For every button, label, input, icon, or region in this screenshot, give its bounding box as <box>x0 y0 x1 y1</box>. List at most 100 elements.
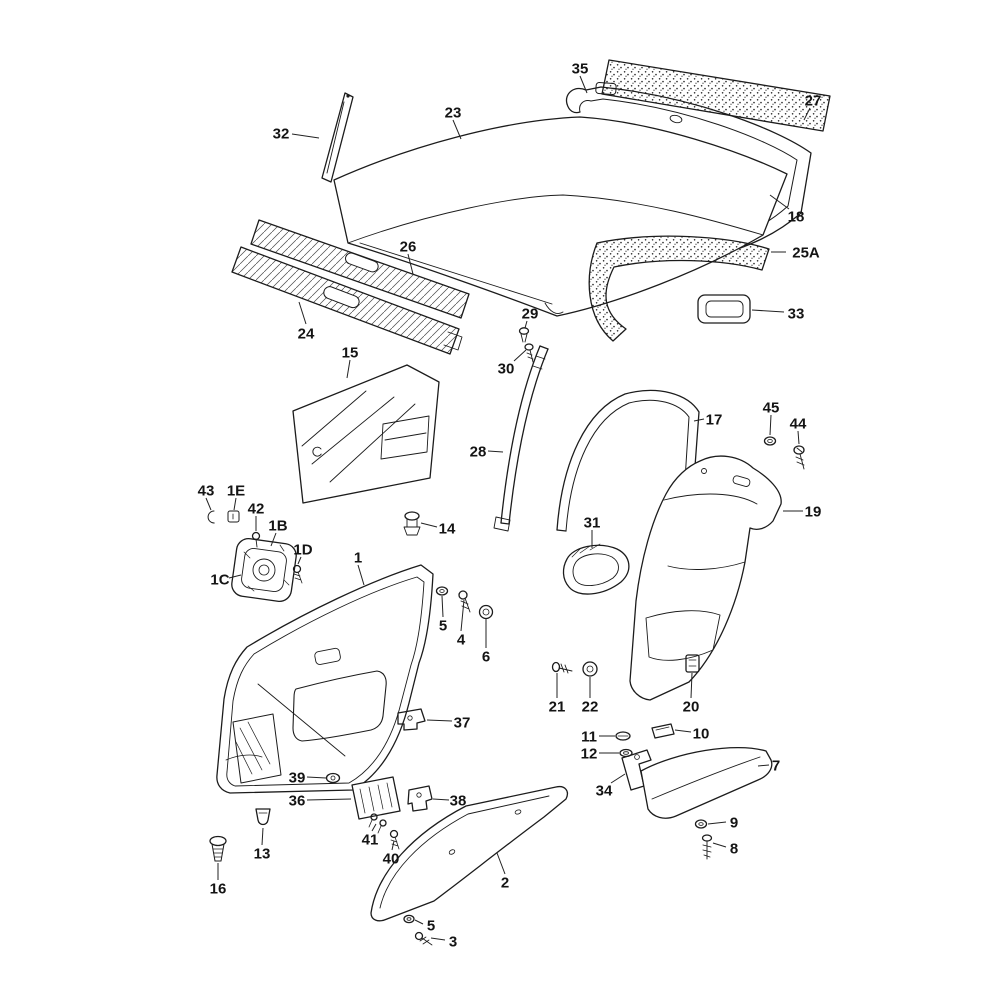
part-label-21: 21 <box>549 698 566 715</box>
part-label-3: 3 <box>449 933 457 950</box>
part-label-16: 16 <box>210 880 227 897</box>
part-fasteners-21-22-20 <box>551 654 700 677</box>
leader-line-5 <box>441 595 444 618</box>
part-label-27: 27 <box>805 92 822 109</box>
part-label-42: 42 <box>248 500 265 517</box>
leader-line-1 <box>357 564 365 586</box>
part-label-7: 7 <box>772 757 780 774</box>
leader-line-15 <box>346 359 351 379</box>
diagram-artwork <box>207 59 831 946</box>
leader-line-1C <box>228 574 242 579</box>
part-label-19: 19 <box>805 503 822 520</box>
leader-line-4 <box>460 599 465 632</box>
leader-line-39 <box>306 776 327 779</box>
leader-line-1E <box>233 497 237 511</box>
part-label-26: 26 <box>400 238 417 255</box>
part-grommet-9 <box>694 819 708 829</box>
leader-line-34 <box>610 773 626 784</box>
leader-line-10 <box>674 729 692 733</box>
part-label-32: 32 <box>273 125 290 142</box>
part-label-9: 9 <box>730 814 738 831</box>
part-label-25A: 25A <box>792 244 820 261</box>
leader-line-30 <box>513 349 527 362</box>
part-quarter-trim-panel <box>629 455 782 701</box>
part-label-33: 33 <box>788 305 805 322</box>
leader-line-14 <box>420 522 438 528</box>
leader-line-18 <box>769 194 790 210</box>
leader-line-36 <box>306 798 352 801</box>
part-clip-14 <box>403 511 421 536</box>
part-label-1C: 1C <box>210 571 229 588</box>
leader-line-1B <box>270 532 277 547</box>
part-lower-quarter-trim <box>640 747 773 819</box>
part-label-28: 28 <box>470 443 487 460</box>
part-label-44: 44 <box>790 415 807 432</box>
part-label-29: 29 <box>522 305 539 322</box>
part-screw-44 <box>793 445 805 470</box>
part-speaker-frame-assembly <box>207 510 303 602</box>
part-window-glass <box>292 364 440 504</box>
part-clip-13 <box>255 808 271 826</box>
part-screw-3 <box>414 931 433 946</box>
part-label-10: 10 <box>693 725 710 742</box>
part-label-4: 4 <box>457 631 466 648</box>
part-label-11: 11 <box>581 728 597 745</box>
part-label-14: 14 <box>439 520 456 537</box>
part-lower-sill-trim <box>370 785 569 922</box>
part-screws-41 <box>368 813 387 834</box>
leader-line-17 <box>693 418 705 422</box>
part-label-1E: 1E <box>227 482 245 499</box>
part-bracket-37 <box>397 708 426 731</box>
leader-line-29 <box>524 320 528 329</box>
part-label-15: 15 <box>342 344 359 361</box>
part-roof-insulation-pad <box>601 59 831 132</box>
leader-line-35 <box>579 75 588 94</box>
part-rail-trim-upper <box>250 219 470 319</box>
part-label-1: 1 <box>354 549 362 566</box>
leader-line-8 <box>712 842 727 848</box>
part-push-rivet-16 <box>209 835 227 862</box>
part-label-35: 35 <box>572 60 589 77</box>
part-label-41: 41 <box>362 831 379 848</box>
leader-line-24 <box>298 301 307 325</box>
leader-line-5 <box>414 919 424 925</box>
leader-line-3 <box>430 937 446 941</box>
leader-line-1D <box>297 556 302 565</box>
part-clips-11-12-10 <box>615 723 675 758</box>
part-label-8: 8 <box>730 840 738 857</box>
part-label-22: 22 <box>582 698 599 715</box>
leader-line-27 <box>803 107 811 121</box>
part-label-43: 43 <box>198 482 215 499</box>
part-label-1B: 1B <box>268 517 287 534</box>
part-washer-45 <box>763 436 777 446</box>
part-rail-trim-lower <box>231 246 463 355</box>
part-fasteners-29-30 <box>518 327 534 363</box>
part-washer-5-bottom <box>403 914 415 924</box>
leader-line-37 <box>426 719 453 722</box>
leader-line-38 <box>432 798 450 801</box>
part-label-17: 17 <box>706 411 723 428</box>
part-door-pull <box>562 543 630 595</box>
leader-line-7 <box>757 764 770 767</box>
part-label-2: 2 <box>501 874 509 891</box>
leader-line-41 <box>371 823 377 832</box>
part-handle-cover <box>697 294 751 324</box>
part-label-31: 31 <box>584 514 601 531</box>
part-label-13: 13 <box>254 845 271 862</box>
leader-line-2 <box>496 852 506 875</box>
part-label-38: 38 <box>450 792 467 809</box>
part-label-12: 12 <box>581 745 598 762</box>
part-label-6: 6 <box>482 648 490 665</box>
part-clip-39 <box>325 772 341 784</box>
part-label-20: 20 <box>683 698 700 715</box>
part-b-pillar-trim <box>493 345 549 532</box>
part-label-1D: 1D <box>293 541 312 558</box>
part-fasteners-5-4-6 <box>435 586 494 620</box>
part-headliner-panel <box>333 116 788 317</box>
leader-line-9 <box>707 821 727 825</box>
part-label-36: 36 <box>289 792 306 809</box>
leader-lines-layer <box>205 75 811 941</box>
